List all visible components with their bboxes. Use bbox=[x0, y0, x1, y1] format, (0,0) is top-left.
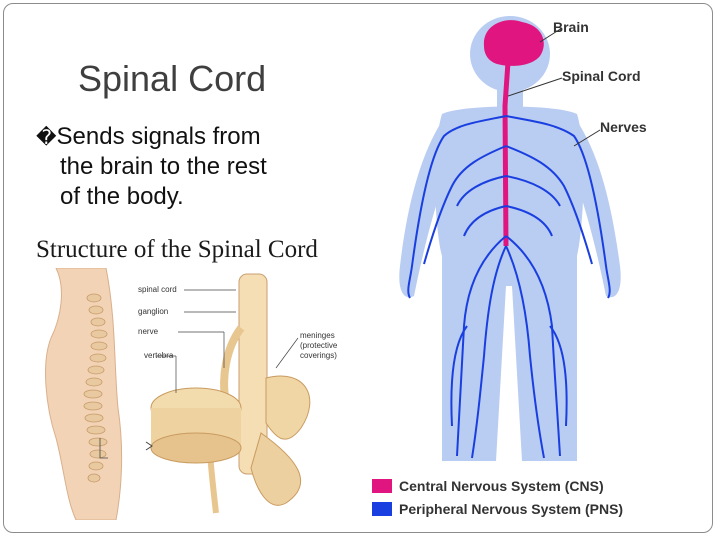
brain bbox=[483, 20, 544, 66]
spine-figure-title: Structure of the Spinal Cord bbox=[36, 236, 318, 263]
bullet-line-3: of the body. bbox=[60, 183, 184, 210]
spine-column bbox=[83, 293, 108, 483]
torso-silhouette bbox=[45, 268, 123, 520]
cns-swatch bbox=[372, 478, 392, 493]
label-vertebra: vertebra bbox=[144, 351, 174, 360]
label-nerve: nerve bbox=[138, 327, 159, 336]
pns-swatch bbox=[372, 501, 392, 516]
legend: Central Nervous System (CNS) Peripheral … bbox=[372, 474, 623, 520]
bullet-text: �Sends signals from the brain to the res… bbox=[36, 122, 301, 212]
label-ganglion: ganglion bbox=[138, 307, 168, 316]
bullet-mark: � bbox=[36, 125, 57, 149]
spine-structure-illustration: spinal cord ganglion nerve vertebra meni… bbox=[45, 268, 338, 520]
slide-title: Spinal Cord bbox=[78, 58, 267, 99]
legend-cns-label: Central Nervous System (CNS) bbox=[399, 477, 604, 494]
vertebra-process bbox=[265, 375, 311, 440]
label-brain: Brain bbox=[553, 19, 589, 35]
nerve-root bbox=[220, 325, 245, 404]
spinal-cord bbox=[502, 61, 511, 247]
label-meninges-2: (protective bbox=[300, 341, 338, 350]
bullet-line-2: the brain to the rest bbox=[60, 153, 267, 180]
label-spinal-cord-main: Spinal Cord bbox=[562, 68, 641, 84]
legend-pns-label: Peripheral Nervous System (PNS) bbox=[399, 500, 624, 517]
bullet-line-1: Sends signals from bbox=[56, 123, 261, 150]
legend-cns: Central Nervous System (CNS) bbox=[372, 474, 623, 497]
legend-pns: Peripheral Nervous System (PNS) bbox=[372, 497, 623, 520]
nervous-system-illustration: Brain Spinal Cord Nerves bbox=[399, 16, 647, 461]
label-spinal-cord: spinal cord bbox=[138, 285, 177, 294]
label-meninges-1: meninges bbox=[300, 331, 335, 340]
peripheral-nerves bbox=[407, 115, 611, 459]
label-nerves: Nerves bbox=[600, 119, 647, 135]
slide-frame bbox=[3, 3, 713, 533]
label-meninges-3: coverings) bbox=[300, 351, 337, 360]
